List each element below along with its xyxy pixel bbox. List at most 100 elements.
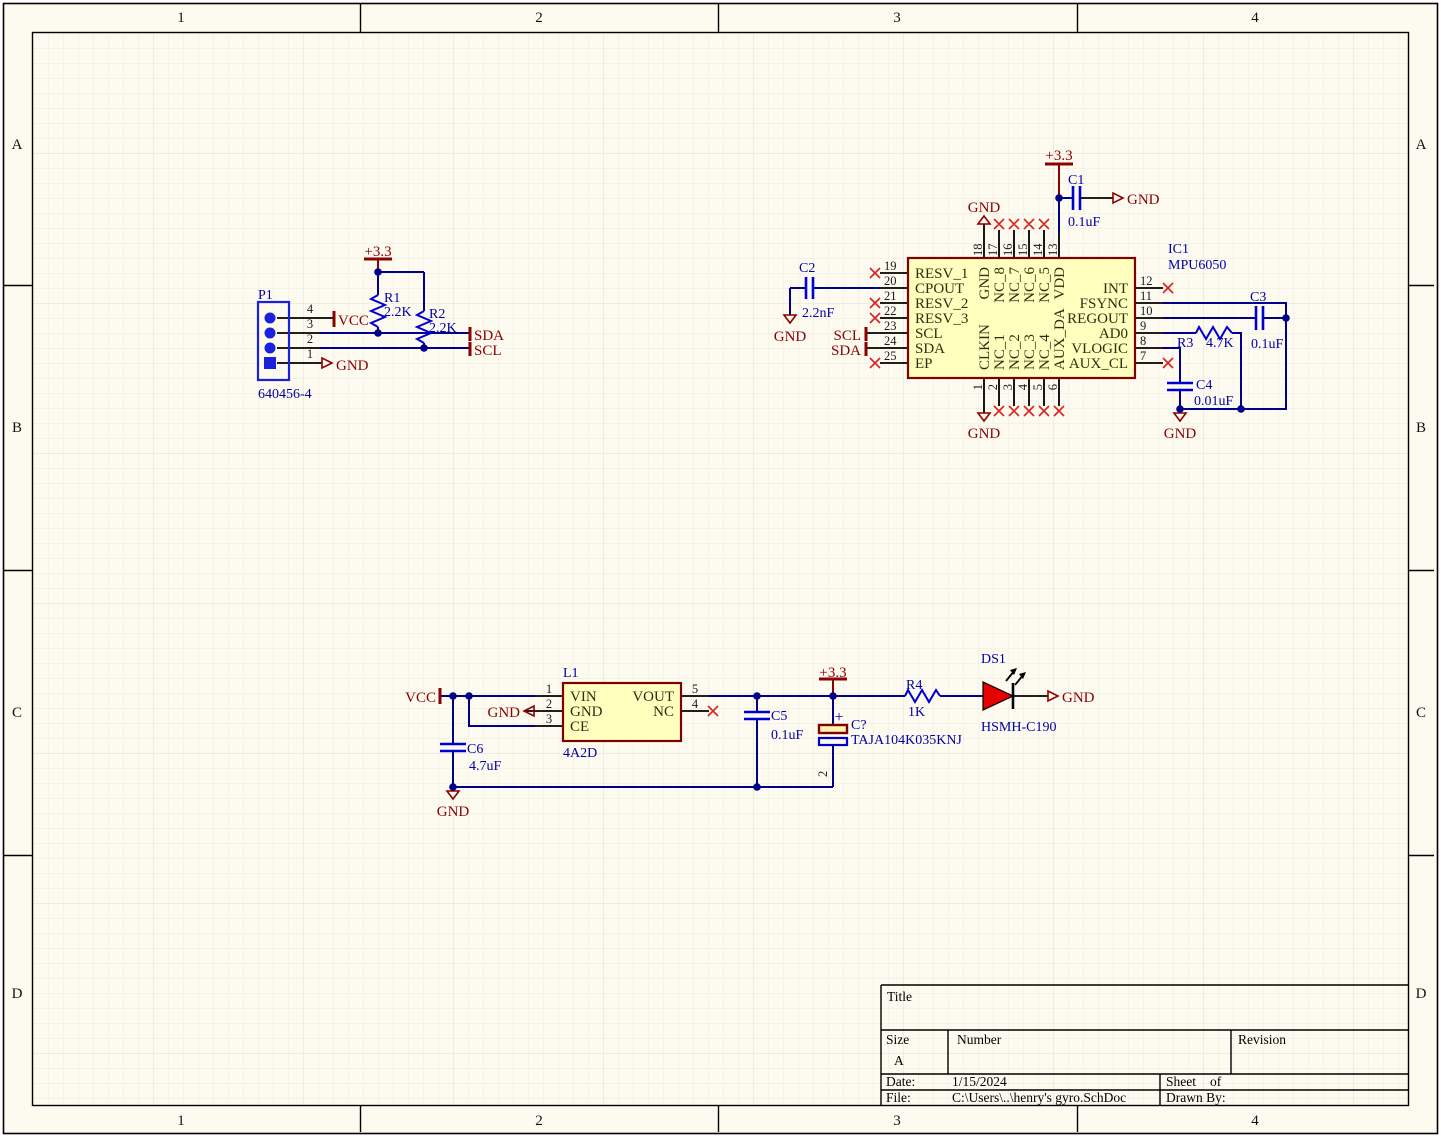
c2-value[interactable]: 2.2nF: [802, 306, 835, 321]
ic1-pin-number: 25: [884, 349, 897, 363]
port-scl-ic1[interactable]: SCL: [833, 327, 868, 344]
ic1-part[interactable]: MPU6050: [1168, 258, 1226, 273]
wire-fsync-gnd[interactable]: [1163, 302, 1287, 410]
resistor-r1[interactable]: R1 2.2K: [368, 291, 412, 328]
connector-p1[interactable]: 4 3 2 1 P1 640456-4: [256, 288, 334, 402]
capacitor-c6[interactable]: C6 4.7uF: [440, 742, 502, 774]
zone-label-top-3: 3: [893, 10, 901, 26]
gnd-arrow-icon: [321, 356, 334, 370]
ds1-designator[interactable]: DS1: [981, 652, 1006, 667]
c6-designator[interactable]: C6: [467, 742, 483, 757]
led-ds1[interactable]: DS1 HSMH-C190: [981, 652, 1056, 735]
c2-designator[interactable]: C2: [799, 261, 815, 276]
p1-pin-number: 3: [307, 317, 313, 331]
ic-mpu6050[interactable]: IC1 MPU6050 19 20 21 22 23 24 25 RESV_1 …: [866, 224, 1226, 413]
power-3v3-ic1[interactable]: +3.3: [1045, 148, 1073, 166]
zone-label-bottom-2: 2: [535, 1113, 543, 1129]
r2-designator[interactable]: R2: [429, 307, 445, 322]
c1-value[interactable]: 0.1uF: [1068, 215, 1101, 230]
port-vcc-p1[interactable]: VCC: [332, 311, 369, 329]
port-gnd-p1[interactable]: GND: [321, 356, 369, 374]
ic1-pin-name: AUX_DA: [1052, 308, 1068, 370]
port-gnd-c2[interactable]: GND: [774, 314, 807, 345]
capacitor-cq-polarized[interactable]: + C? TAJA104K035KNJ 2: [816, 709, 962, 777]
regulator-l1[interactable]: L1 4A2D 1 2 3 5 4 VIN GND CE VOUT NC: [526, 666, 709, 761]
wire-cpout-c2[interactable]: [789, 287, 880, 315]
c6-value[interactable]: 4.7uF: [469, 759, 502, 774]
r1-designator[interactable]: R1: [384, 291, 400, 306]
port-gnd-l1[interactable]: GND: [488, 704, 535, 721]
port-gnd-c6[interactable]: GND: [437, 790, 470, 820]
resistor-r2[interactable]: R2 2.2K: [414, 307, 457, 344]
capacitor-c2[interactable]: C2 2.2nF: [799, 261, 835, 321]
c3-value[interactable]: 0.1uF: [1251, 337, 1284, 352]
cq-negative-plate: [817, 736, 849, 747]
date-value[interactable]: 1/15/2024: [952, 1074, 1007, 1089]
gnd-port-label: GND: [774, 329, 807, 345]
power-3v3-pullups[interactable]: +3.3: [364, 244, 392, 261]
capacitor-c3[interactable]: C3 0.1uF: [1250, 290, 1284, 352]
r3-designator[interactable]: R3: [1177, 336, 1193, 351]
wire-vout-net[interactable]: [709, 695, 983, 787]
led-arrowhead-icon: [1010, 668, 1017, 675]
c4-symbol: [1167, 381, 1193, 392]
junction-dot: [449, 692, 457, 700]
wire-ad0-r3[interactable]: [1163, 332, 1242, 409]
port-gnd-c1[interactable]: GND: [1112, 191, 1160, 208]
ds1-part[interactable]: HSMH-C190: [981, 720, 1056, 735]
r2-value[interactable]: 2.2K: [429, 321, 457, 336]
size-value[interactable]: A: [894, 1053, 904, 1068]
power-3v3-vout[interactable]: +3.3: [819, 665, 847, 681]
cq-designator[interactable]: C?: [851, 718, 867, 733]
sheet-inner-border: [31, 31, 1410, 1107]
cq-value[interactable]: TAJA104K035KNJ: [851, 733, 962, 748]
zone-label-bottom-4: 4: [1251, 1113, 1259, 1129]
port-gnd-led[interactable]: GND: [1047, 689, 1095, 706]
junction-dot: [1055, 194, 1063, 202]
r1-value[interactable]: 2.2K: [384, 305, 412, 320]
r4-value[interactable]: 1K: [908, 705, 925, 720]
junction-dot: [753, 783, 761, 791]
junction-dot: [1176, 405, 1184, 413]
p1-part-number[interactable]: 640456-4: [258, 387, 312, 402]
ic1-pin-name: NC_4: [1037, 334, 1053, 370]
ic1-designator[interactable]: IC1: [1168, 242, 1189, 257]
ic1-pin-name: NC_5: [1037, 267, 1053, 303]
vcc-port-label: VCC: [405, 690, 436, 706]
junction-dot: [420, 344, 428, 352]
p1-designator[interactable]: P1: [258, 288, 273, 303]
port-gnd-ic1-top[interactable]: GND: [968, 200, 1001, 225]
l1-body[interactable]: [561, 681, 683, 743]
capacitor-c1[interactable]: C1 0.1uF: [1068, 173, 1113, 230]
port-gnd-clkin[interactable]: GND: [968, 412, 1001, 442]
r4-designator[interactable]: R4: [906, 678, 922, 693]
c4-designator[interactable]: C4: [1196, 378, 1212, 393]
c5-designator[interactable]: C5: [771, 709, 787, 724]
resistor-r3[interactable]: R3 4.7K: [1177, 324, 1234, 351]
ic1-body[interactable]: [906, 256, 1137, 380]
file-value[interactable]: C:\Users\..\henry's gyro.SchDoc: [952, 1090, 1126, 1105]
capacitor-c4[interactable]: C4 0.01uF: [1167, 378, 1234, 409]
power-3v3-label: +3.3: [819, 665, 846, 681]
port-gnd-c4[interactable]: GND: [1164, 412, 1197, 442]
port-scl-p1[interactable]: SCL: [468, 342, 502, 359]
c5-value[interactable]: 0.1uF: [771, 728, 804, 743]
l1-designator[interactable]: L1: [563, 666, 579, 681]
port-vcc-l1[interactable]: VCC: [405, 688, 442, 706]
ic1-pin-name: INT: [1103, 281, 1128, 297]
zone-label-top-2: 2: [535, 10, 543, 26]
capacitor-c5[interactable]: C5 0.1uF: [744, 709, 804, 743]
c3-designator[interactable]: C3: [1250, 290, 1266, 305]
p1-body[interactable]: [256, 300, 291, 382]
port-sda-ic1[interactable]: SDA: [831, 342, 868, 359]
resistor-r4[interactable]: R4 1K: [904, 678, 941, 720]
l1-part[interactable]: 4A2D: [563, 746, 597, 761]
file-label: File:: [886, 1090, 911, 1105]
r3-value[interactable]: 4.7K: [1206, 336, 1234, 351]
c1-designator[interactable]: C1: [1068, 173, 1084, 188]
ic1-pin-number: 6: [1046, 384, 1060, 390]
c4-value[interactable]: 0.01uF: [1194, 394, 1234, 409]
gnd-port-label: GND: [437, 804, 470, 820]
port-sda-p1[interactable]: SDA: [468, 327, 504, 344]
